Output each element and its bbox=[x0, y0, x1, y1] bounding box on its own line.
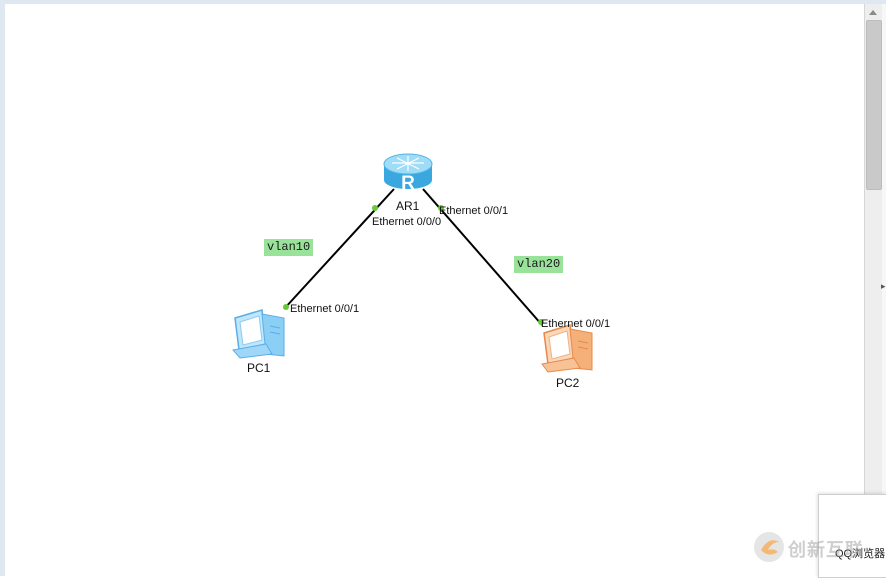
brand-watermark-text: 创新互联 bbox=[788, 540, 864, 560]
window-edge-strip bbox=[882, 4, 886, 576]
qq-browser-popup[interactable]: QQ浏览器 bbox=[818, 494, 886, 578]
pc1-port-label: Ethernet 0/0/1 bbox=[290, 303, 360, 315]
scrollbar-thumb[interactable] bbox=[866, 20, 882, 190]
pc1-computer-icon[interactable] bbox=[232, 309, 285, 359]
router-label: AR1 bbox=[396, 199, 420, 213]
pc2-port-label: Ethernet 0/0/1 bbox=[541, 318, 611, 330]
vertical-scrollbar[interactable] bbox=[864, 4, 882, 576]
qq-popup-text: QQ浏览器 bbox=[835, 548, 886, 560]
brand-watermark: 创新互联 bbox=[752, 530, 863, 564]
port-dot-pc2-e001 bbox=[538, 319, 544, 325]
pc2-label: PC2 bbox=[556, 376, 580, 390]
pc2-computer-icon[interactable] bbox=[541, 324, 593, 373]
collapse-tab-icon[interactable]: ▸ bbox=[881, 281, 886, 291]
svg-text:R: R bbox=[401, 173, 415, 194]
link-ar1-pc2[interactable] bbox=[422, 188, 543, 326]
port-dot-ar1-e000 bbox=[372, 205, 378, 211]
topology-canvas[interactable] bbox=[5, 4, 864, 576]
vlan10-tag[interactable]: vlan10 bbox=[264, 239, 314, 256]
scroll-up-arrow-icon[interactable] bbox=[869, 10, 877, 15]
brand-swirl-icon bbox=[754, 532, 784, 562]
router-icon[interactable]: R bbox=[383, 153, 433, 194]
ar1-port-right-label: Ethernet 0/0/1 bbox=[439, 205, 509, 217]
vlan20-tag[interactable]: vlan20 bbox=[514, 256, 564, 273]
port-dot-ar1-e001 bbox=[438, 205, 444, 211]
pc1-label: PC1 bbox=[247, 361, 271, 375]
ar1-port-left-label: Ethernet 0/0/0 bbox=[372, 216, 442, 228]
port-dot-pc1-e001 bbox=[283, 304, 289, 310]
